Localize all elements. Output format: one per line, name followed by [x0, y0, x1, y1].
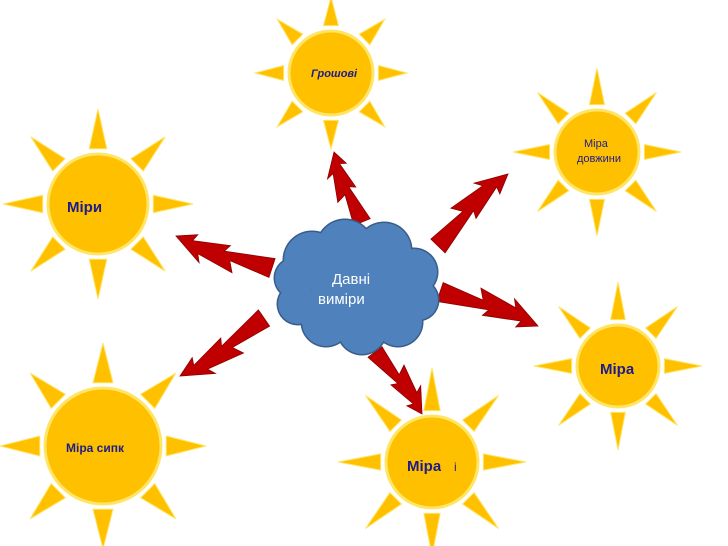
sun-body [43, 386, 163, 506]
center-cloud-shape [273, 218, 440, 356]
center-label-line1: Давні [332, 271, 371, 288]
sun-ray [358, 100, 387, 129]
sun-ray [88, 108, 108, 150]
sun-ray [30, 236, 66, 272]
sun-bottom [337, 367, 527, 546]
sun-ray [588, 67, 606, 106]
sun-ray [588, 198, 606, 237]
bolt-to-right [436, 282, 539, 328]
sun-ray [624, 92, 657, 125]
sun-label-right: Міра [600, 361, 635, 378]
sun-bulk [0, 342, 207, 546]
sun-body [46, 152, 150, 256]
sun-ray [663, 358, 703, 374]
sun-body [287, 29, 375, 117]
sun-ray [461, 395, 499, 433]
center-label-line2: виміри [318, 291, 365, 308]
sun-ray [130, 136, 166, 172]
sun-ray [512, 143, 551, 161]
sun-ray [423, 367, 441, 412]
sun-measures [2, 108, 194, 300]
sun-ray [337, 453, 382, 471]
sun-length [512, 67, 682, 237]
sun-ray [377, 64, 409, 82]
sun-ray [253, 64, 285, 82]
sun-ray [533, 358, 573, 374]
sun-body [384, 414, 480, 510]
sun-ray [139, 372, 177, 410]
sun-ray [358, 17, 387, 46]
sun-money [253, 0, 409, 151]
bolt-to-measures [175, 234, 276, 278]
sun-label-money: Грошові [311, 68, 358, 80]
sun-right [533, 281, 703, 451]
sun-ray [537, 92, 570, 125]
sun-ray [275, 17, 304, 46]
cloud-body [273, 218, 440, 356]
sun-ray [482, 453, 527, 471]
bolt-to-bottom [367, 346, 423, 415]
sun-ray [30, 136, 66, 172]
sun-label-length-line2: довжини [577, 153, 621, 165]
sun-label-length-line1: Міра [584, 138, 608, 150]
sun-ray [322, 0, 340, 27]
sun-ray [322, 119, 340, 151]
sun-ray [2, 194, 44, 214]
sun-ray [275, 100, 304, 129]
sun-ray [365, 491, 403, 529]
lightning-bolts [175, 151, 539, 415]
sun-ray [537, 179, 570, 212]
sun-body [575, 323, 661, 409]
sun-ray [558, 392, 592, 426]
sun-label-measures: Міри [67, 199, 103, 216]
sun-ray [130, 236, 166, 272]
sun-ray [92, 508, 114, 546]
sun-ray [29, 372, 67, 410]
sun-ray [165, 435, 207, 457]
sun-ray [643, 143, 682, 161]
sun-shapes [0, 0, 703, 546]
sun-ray [152, 194, 194, 214]
sun-ray [365, 395, 403, 433]
bolt-to-length [430, 173, 509, 254]
sun-ray [610, 281, 626, 321]
sun-ray [88, 258, 108, 300]
sun-ray [423, 512, 441, 546]
sun-ray [29, 482, 67, 520]
sun-label-bulk: Міра сипк [66, 441, 124, 455]
sun-ray [558, 306, 592, 340]
sun-label-bottom: Міра [407, 458, 442, 475]
bolt-to-money [326, 151, 371, 226]
sun-ray [0, 435, 41, 457]
sun-label-bottom-tail: і [454, 460, 457, 474]
sun-ray [461, 491, 499, 529]
sun-ray [610, 411, 626, 451]
sun-ray [624, 179, 657, 212]
sun-ray [92, 342, 114, 384]
bolt-to-bulk [179, 309, 271, 377]
sun-ray [139, 482, 177, 520]
sun-ray [644, 306, 678, 340]
sun-ray [644, 392, 678, 426]
sun-body [553, 108, 641, 196]
